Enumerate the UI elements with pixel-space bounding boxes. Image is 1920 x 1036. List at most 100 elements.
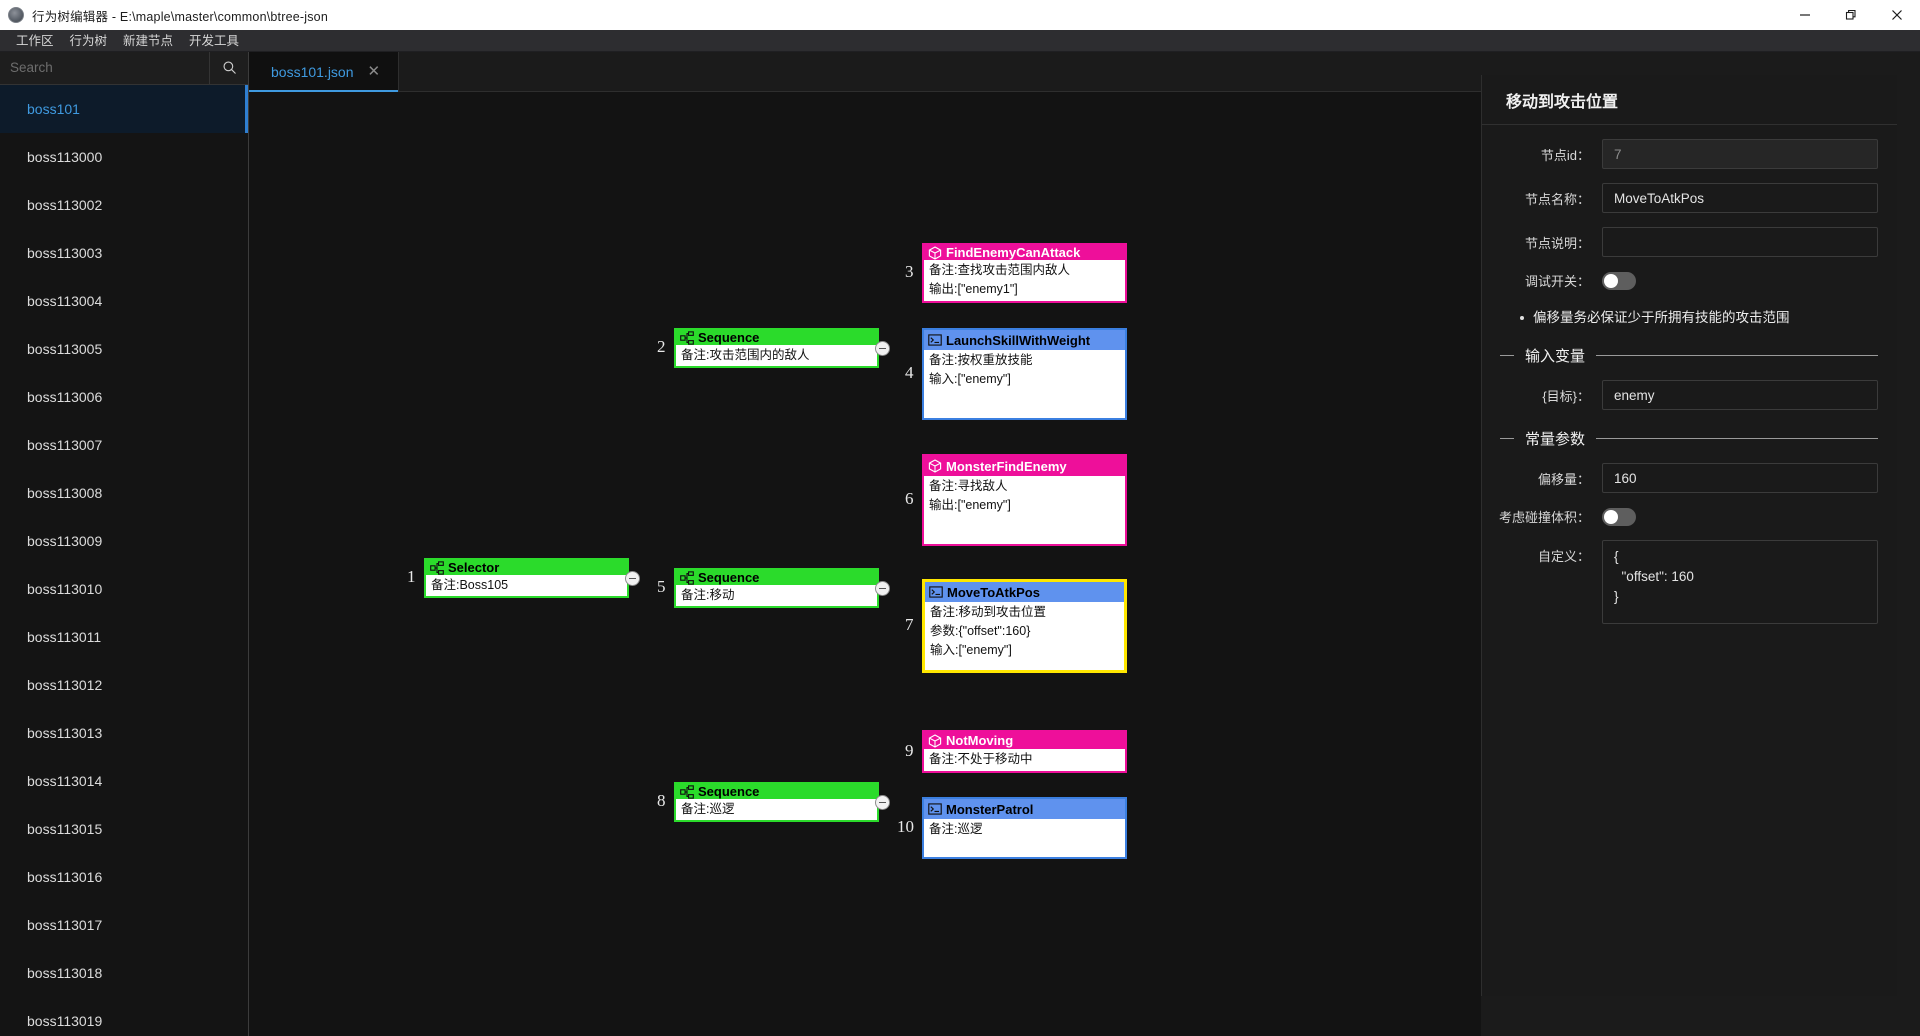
node-index-label: 7 <box>905 615 914 634</box>
sidebar-item-boss113008[interactable]: boss113008 <box>0 469 248 517</box>
input-var-field[interactable] <box>1602 380 1878 410</box>
sidebar-item-boss113003[interactable]: boss113003 <box>0 229 248 277</box>
node-body: 备注:按权重放技能输入:["enemy"] <box>924 350 1125 418</box>
node-body: 备注:查找攻击范围内敌人输出:["enemy1"] <box>924 260 1125 301</box>
sidebar-item-boss113006[interactable]: boss113006 <box>0 373 248 421</box>
node-title: Sequence <box>698 784 760 799</box>
close-icon[interactable] <box>1874 0 1920 30</box>
node-collapse-port[interactable] <box>875 341 890 356</box>
sidebar-item-boss101[interactable]: boss101 <box>0 84 248 133</box>
node-index-label: 10 <box>897 817 914 836</box>
node-detail-line: 备注:攻击范围内的敌人 <box>681 348 810 362</box>
search-icon[interactable] <box>210 52 248 84</box>
node-desc-row: 节点说明： <box>1482 227 1897 257</box>
node-collapse-port[interactable] <box>875 581 890 596</box>
node-index-label: 1 <box>407 567 416 586</box>
node-header: MoveToAtkPos <box>925 582 1124 602</box>
menu-item-3[interactable]: 开发工具 <box>189 33 240 48</box>
search-bar <box>0 52 248 85</box>
tree-node-MonsterPatrol[interactable]: MonsterPatrol 备注:巡逻 <box>922 797 1127 859</box>
sidebar-item-boss113010[interactable]: boss113010 <box>0 565 248 613</box>
sequence-icon <box>680 570 694 585</box>
tree-node-MonsterFindEnemy[interactable]: MonsterFindEnemy 备注:寻找敌人输出:["enemy"] <box>922 454 1127 546</box>
node-detail-line: 备注:Boss105 <box>431 578 509 592</box>
tab-boss101.json[interactable]: boss101.json✕ <box>249 52 400 92</box>
node-body: 备注:攻击范围内的敌人 <box>676 345 877 366</box>
tab-bar: boss101.json✕ <box>249 52 1481 92</box>
node-detail-line: 备注:巡逻 <box>929 822 983 836</box>
node-detail-line: 输出:["enemy1"] <box>929 282 1018 296</box>
node-detail-line: 备注:不处于移动中 <box>929 752 1033 766</box>
sidebar-item-boss113018[interactable]: boss113018 <box>0 949 248 997</box>
custom-json-label: 自定义： <box>1537 549 1590 564</box>
maximize-icon[interactable] <box>1828 0 1874 30</box>
sidebar-item-boss113002[interactable]: boss113002 <box>0 181 248 229</box>
search-input[interactable] <box>0 52 210 84</box>
sidebar-item-boss113014[interactable]: boss113014 <box>0 757 248 805</box>
sidebar-item-label: boss113014 <box>27 772 103 789</box>
custom-json-textarea[interactable] <box>1602 540 1878 624</box>
sidebar-item-boss113004[interactable]: boss113004 <box>0 277 248 325</box>
tab-close-icon[interactable]: ✕ <box>367 63 381 80</box>
node-collapse-port[interactable] <box>875 795 890 810</box>
node-index-label: 6 <box>905 489 914 508</box>
collide-switch-label: 考虑碰撞体积： <box>1498 510 1590 525</box>
sidebar-item-boss113019[interactable]: boss113019 <box>0 997 248 1036</box>
node-index-label: 9 <box>905 740 914 760</box>
node-detail-line: 备注:按权重放技能 <box>929 353 1033 367</box>
collapse-dash-icon[interactable] <box>1500 355 1514 356</box>
sidebar-item-label: boss113009 <box>27 532 103 549</box>
minimize-icon[interactable] <box>1782 0 1828 30</box>
sidebar-item-boss113015[interactable]: boss113015 <box>0 805 248 853</box>
node-index-label: 2 <box>657 337 666 356</box>
sequence-icon <box>680 330 694 345</box>
node-name-field[interactable] <box>1602 183 1878 213</box>
sidebar-item-label: boss113016 <box>27 868 103 885</box>
menu-item-0[interactable]: 工作区 <box>16 33 54 48</box>
sidebar-item-boss113007[interactable]: boss113007 <box>0 421 248 469</box>
node-desc-label: 节点说明： <box>1524 235 1590 251</box>
sidebar-item-boss113016[interactable]: boss113016 <box>0 853 248 901</box>
collapse-dash-icon[interactable] <box>1500 438 1514 439</box>
debug-switch-toggle[interactable] <box>1602 271 1636 290</box>
node-id-label: 节点id： <box>1540 147 1590 163</box>
offset-field[interactable] <box>1602 463 1878 493</box>
tree-node-Selector[interactable]: Selector 备注:Boss105 <box>424 558 629 598</box>
node-collapse-port[interactable] <box>625 571 640 586</box>
sidebar-item-boss113000[interactable]: boss113000 <box>0 133 248 181</box>
node-title: MonsterPatrol <box>946 801 1034 817</box>
sidebar-item-label: boss113015 <box>27 820 103 837</box>
node-index-label: 4 <box>905 363 914 382</box>
sidebar-item-boss113012[interactable]: boss113012 <box>0 661 248 709</box>
node-body: 备注:寻找敌人输出:["enemy"] <box>924 476 1125 544</box>
sidebar-item-boss113009[interactable]: boss113009 <box>0 517 248 565</box>
offset-label: 偏移量： <box>1537 471 1590 487</box>
menu-item-1[interactable]: 行为树 <box>69 33 108 48</box>
node-title: Selector <box>448 560 500 575</box>
menu-item-2[interactable]: 新建节点 <box>123 33 174 48</box>
sidebar-item-boss113017[interactable]: boss113017 <box>0 901 248 949</box>
node-desc-field[interactable] <box>1602 227 1878 257</box>
sidebar-item-label: boss113008 <box>27 484 103 501</box>
sidebar-item-boss113011[interactable]: boss113011 <box>0 613 248 661</box>
inspector-note-text: 偏移量务必保证少于所拥有技能的攻击范围 <box>1533 310 1790 325</box>
node-id-field <box>1602 139 1878 169</box>
input-var-label: {目标}： <box>1542 388 1590 404</box>
node-body: 备注:不处于移动中 <box>924 749 1125 771</box>
sidebar-item-boss113013[interactable]: boss113013 <box>0 709 248 757</box>
collide-switch-row: 考虑碰撞体积： <box>1482 507 1897 526</box>
action-icon <box>928 802 942 816</box>
node-title: MonsterFindEnemy <box>946 458 1067 474</box>
collide-switch-toggle[interactable] <box>1602 507 1636 526</box>
sidebar-item-label: boss113019 <box>27 1012 103 1029</box>
sidebar-item-boss113005[interactable]: boss113005 <box>0 325 248 373</box>
